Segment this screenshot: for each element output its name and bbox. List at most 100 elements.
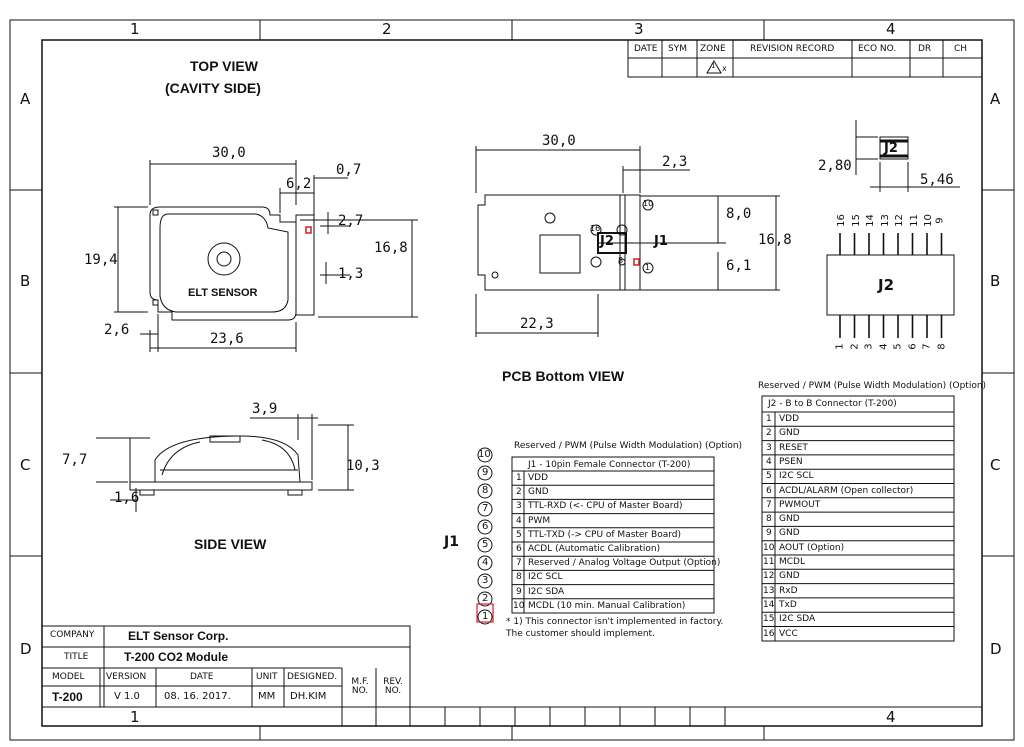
j2-row-name: I2C SCL — [779, 471, 814, 482]
j1-row-no: 10 — [513, 600, 525, 611]
j2-row-name: TxD — [779, 599, 797, 610]
grid-col-3-top: 3 — [634, 20, 644, 38]
top-dim-tab: 6,2 — [286, 176, 312, 192]
j1-pin-label: 6 — [482, 521, 489, 532]
j2-table-title: J2 - B to B Connector (T-200) — [768, 399, 897, 409]
top-dim-left: 2,6 — [104, 322, 130, 338]
side-dim-bottom: 1,6 — [114, 490, 140, 506]
j1-row-no: 9 — [516, 586, 522, 597]
company-value: ELT Sensor Corp. — [128, 629, 229, 643]
j1-row-name: PWM — [528, 515, 551, 526]
grid-row-c-left: C — [20, 456, 31, 474]
j2-row-name: ACDL/ALARM (Open collector) — [779, 485, 914, 496]
side-dim-height-right: 10,3 — [346, 458, 380, 474]
top-dim-pin-pitch: 1,3 — [338, 266, 364, 282]
j2-row-no: 16 — [763, 628, 775, 639]
pcb-dim-height: 16,8 — [758, 232, 792, 248]
j2-row-name: GND — [779, 571, 800, 582]
j2-bottom-pin-label: 1 — [834, 343, 846, 350]
j1-pin-circle — [477, 573, 493, 589]
version-value: V 1.0 — [114, 691, 140, 702]
grid-col-1-bottom: 1 — [130, 708, 140, 726]
j2-top-pin-label: 14 — [864, 214, 876, 227]
designed-label: DESIGNED. — [287, 672, 338, 682]
rev-header-dr: DR — [918, 44, 932, 54]
j2-row-name: I2C SDA — [779, 614, 816, 625]
j1-pin-label: 4 — [482, 557, 489, 568]
j1-pin-circle — [477, 447, 493, 463]
j2-bottom-pin-label: 2 — [849, 343, 861, 350]
j1-pin-circle — [477, 555, 493, 571]
j1-pin-circle — [477, 501, 493, 517]
j1-pin-label: 3 — [482, 575, 489, 586]
rev-header-date: DATE — [634, 44, 658, 54]
j1-row-no: 6 — [516, 544, 522, 554]
j1-row-name: TTL-TXD (-> CPU of Master Board) — [528, 529, 681, 540]
j2-top-pin-label: 15 — [850, 214, 862, 227]
grid-row-a-right: A — [990, 90, 1001, 108]
j1-pin-label: 1 — [482, 611, 489, 622]
pcb-view-title: PCB Bottom VIEW — [502, 368, 625, 384]
company-label: COMPANY — [50, 630, 95, 640]
j1-footnote-1: * 1) This connector isn't implemented in… — [506, 617, 724, 627]
j1-pin-circle — [477, 519, 493, 535]
j1-note-title: Reserved / PWM (Pulse Width Modulation) … — [514, 441, 743, 451]
grid-row-d-left: D — [20, 640, 32, 658]
j2-row-name: PSEN — [779, 456, 803, 467]
pcb-dim-bottom-width: 22,3 — [520, 316, 554, 332]
sensor-logo: ELT SENSOR — [188, 287, 258, 299]
j2-bottom-pin-label: 8 — [936, 343, 948, 350]
j1-row-name: GND — [528, 487, 549, 498]
j2-bottom-pin-label: 6 — [907, 343, 919, 350]
j1-row-name: MCDL (10 min. Manual Calibration) — [528, 600, 686, 611]
side-dim-top: 3,9 — [252, 401, 278, 417]
rev-header-eco: ECO NO. — [858, 44, 897, 54]
j2-row-name: AOUT (Option) — [779, 542, 845, 553]
grid-col-4-bottom: 4 — [886, 708, 896, 726]
j2-top-pin-label: 10 — [922, 214, 934, 227]
j2-row-name: VDD — [779, 414, 800, 424]
grid-row-a-left: A — [20, 90, 31, 108]
j2-row-name: GND — [779, 428, 800, 439]
j2-row-name: PWMOUT — [779, 499, 821, 510]
j1-row-name: Reserved / Analog Voltage Output (Option… — [528, 558, 721, 569]
j2-row-no: 7 — [766, 499, 772, 510]
top-dim-width: 30,0 — [212, 145, 246, 161]
j1-row-no: 4 — [516, 515, 522, 526]
j2-row-name: RxD — [779, 585, 798, 596]
j1-pin-label: 5 — [482, 539, 489, 550]
j1-row-no: 2 — [516, 487, 522, 498]
pcb-j1-label: J1 — [654, 234, 668, 249]
grid-col-2-top: 2 — [382, 20, 392, 38]
rev-zone-mark: 1 — [711, 62, 716, 70]
j1-pin-label: 9 — [482, 467, 489, 478]
j1-row-no: 5 — [516, 529, 522, 540]
j1-pin-circle — [477, 537, 493, 553]
j2-row-no: 12 — [763, 571, 775, 582]
j1-pin-label: 10 — [478, 449, 491, 460]
top-view-title: TOP VIEW — [190, 58, 258, 74]
title-value: T-200 CO2 Module — [124, 650, 229, 664]
j1-pin-label: 7 — [482, 503, 489, 514]
grid-row-d-right: D — [990, 640, 1002, 658]
j1-pin-label: 8 — [482, 485, 489, 496]
top-dim-body-height: 19,4 — [84, 252, 118, 268]
j2-dim-w: 5,46 — [920, 172, 954, 188]
top-dim-pin-top: 2,7 — [338, 213, 364, 229]
date-value: 08. 16. 2017. — [164, 691, 231, 702]
j2-row-no: 13 — [763, 585, 775, 596]
j2-row-name: RESET — [779, 442, 808, 453]
j1-side-label: J1 — [444, 534, 459, 550]
pcb-dim-right: 2,3 — [662, 154, 688, 170]
title-label: TITLE — [64, 652, 89, 662]
pcb-dim-bottom-gap: 6,1 — [726, 258, 752, 274]
j1-row-name: I2C SCL — [528, 572, 563, 583]
j2-row-no: 3 — [766, 442, 772, 453]
j1-row-no: 1 — [516, 473, 522, 483]
j2-bottom-pin-label: 5 — [892, 343, 904, 350]
j2-row-no: 10 — [763, 542, 775, 553]
top-dim-total-height: 16,8 — [374, 240, 408, 256]
j1-table-title: J1 - 10pin Female Connector (T-200) — [528, 460, 691, 470]
j2-package-label: J2 — [878, 276, 895, 294]
j2-note-title: Reserved / PWM (Pulse Width Modulation) … — [758, 381, 987, 391]
